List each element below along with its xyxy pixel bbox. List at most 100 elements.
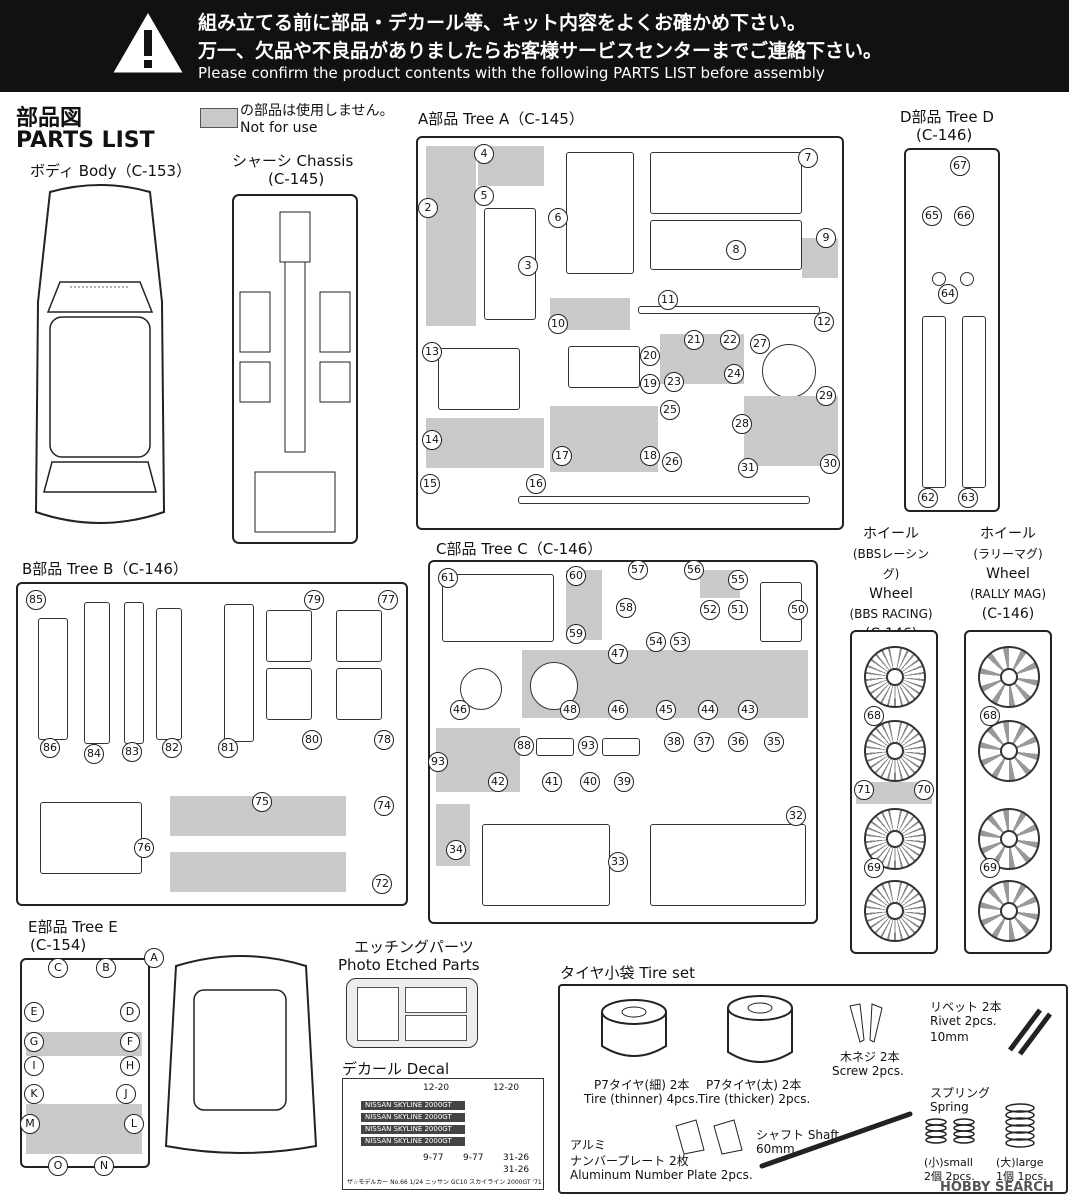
banner-line-3: Please confirm the product contents with…: [198, 64, 825, 82]
part-number: 51: [728, 600, 748, 620]
part-number: 40: [580, 772, 600, 792]
etched-part: [357, 987, 399, 1041]
bbs-wheel-jp1: ホイール: [863, 526, 919, 542]
tree-b-part-82: [156, 608, 182, 740]
decal-plate: 31-26: [503, 1165, 530, 1175]
tire-thick-jp: P7タイヤ(太) 2本: [706, 1078, 802, 1092]
part-letter: E: [24, 1002, 44, 1022]
part-number: 69: [980, 858, 1000, 878]
bbs-wheel-header: ホイール (BBSレーシング) Wheel (BBS RACING) (C-14…: [846, 524, 936, 644]
tree-b-part-86: [38, 618, 68, 740]
part-number: 41: [542, 772, 562, 792]
part-letter: O: [48, 1156, 68, 1176]
decal-plate: 9-77: [463, 1153, 484, 1163]
tree-b-part-80: [266, 668, 312, 720]
banner-line-2: 万一、欠品や不良品がありましたらお客様サービスセンターまでご連絡下さい。: [198, 40, 883, 62]
bbs-wheel: [864, 646, 926, 708]
part-number: 82: [162, 738, 182, 758]
rally-wheel: [978, 808, 1040, 870]
tree-a-part-11: [638, 306, 820, 314]
tree-a-part-28-29-unused: [744, 396, 838, 466]
part-number: 46: [450, 700, 470, 720]
rally-wheel: [978, 720, 1040, 782]
part-number: 45: [656, 700, 676, 720]
part-number: 20: [640, 346, 660, 366]
part-number: 30: [820, 454, 840, 474]
tree-b-part-79b: [336, 610, 382, 662]
spring-large-2: 1個 1pcs.: [996, 1170, 1047, 1183]
tire-set-frame: P7タイヤ(細) 2本 Tire (thinner) 4pcs. P7タイヤ(太…: [558, 984, 1068, 1194]
bbs-wheel-en1: Wheel: [869, 586, 913, 602]
rally-wheel-header: ホイール (ラリーマグ) Wheel (RALLY MAG) (C-146): [958, 524, 1058, 624]
part-number: 33: [608, 852, 628, 872]
rally-wheel-en2: (RALLY MAG): [970, 587, 1046, 601]
part-letter: L: [124, 1114, 144, 1134]
tree-a-part-6: [566, 152, 634, 274]
shaft-length: 60mm: [756, 1142, 795, 1156]
etched-part: [405, 1015, 467, 1041]
rally-wheel-jp1: ホイール: [980, 526, 1036, 542]
tree-d-label: D部品 Tree D: [900, 108, 994, 126]
rally-wheel-code: (C-146): [981, 606, 1035, 622]
part-number: 23: [664, 372, 684, 392]
part-number: 55: [728, 570, 748, 590]
part-number: 22: [720, 330, 740, 350]
part-number: 59: [566, 624, 586, 644]
part-number: 28: [732, 414, 752, 434]
part-number: 79: [304, 590, 324, 610]
part-letter: J: [116, 1084, 136, 1104]
part-number: 84: [84, 744, 104, 764]
part-number: 38: [664, 732, 684, 752]
spring-small-1: (小)small: [924, 1156, 973, 1169]
part-number: 4: [474, 144, 494, 164]
part-number: 10: [548, 314, 568, 334]
part-number: 11: [658, 290, 678, 310]
part-letter: H: [120, 1056, 140, 1076]
tree-b-part-79a: [266, 610, 312, 662]
part-letter: A: [144, 948, 164, 968]
part-number: 43: [738, 700, 758, 720]
part-number: 56: [684, 560, 704, 580]
tree-c-part-61: [442, 574, 554, 642]
spring-small-icon: [925, 1118, 975, 1144]
bbs-wheel-jp2: (BBSレーシング): [852, 547, 930, 581]
tree-d-part-63: [962, 316, 986, 488]
banner-line-1: 組み立てる前に部品・デカール等、キット内容をよくお確かめ下さい。: [198, 12, 807, 34]
tree-e-window-drawing: [146, 946, 336, 1164]
part-number: 46: [608, 700, 628, 720]
plate-jp2: ナンバープレート 2枚: [570, 1154, 689, 1168]
tree-e-part-m-l-unused: [26, 1104, 142, 1154]
part-number: 42: [488, 772, 508, 792]
rivet-icon: [1008, 1008, 1052, 1056]
chassis-code: (C-145): [268, 170, 325, 188]
shaft-label: シャフト Shaft: [756, 1128, 840, 1142]
part-number: 19: [640, 374, 660, 394]
part-number: 72: [372, 874, 392, 894]
part-number: 62: [918, 488, 938, 508]
part-number: 24: [724, 364, 744, 384]
part-number: 21: [684, 330, 704, 350]
part-number: 52: [700, 600, 720, 620]
etched-part: [405, 987, 467, 1013]
tree-b-label: B部品 Tree B（C-146）: [22, 560, 188, 578]
tree-c-frame: [428, 560, 818, 924]
part-number: 34: [446, 840, 466, 860]
part-number: 66: [954, 206, 974, 226]
decal-strip-bar: [361, 1125, 465, 1134]
part-number: 8: [726, 240, 746, 260]
body-drawing: [30, 182, 170, 542]
part-number: 26: [662, 452, 682, 472]
decal-footer: ザ☆モデルカー No.66 1/24 ニッサン GC10 スカイライン 2000…: [347, 1179, 542, 1186]
tree-c-label: C部品 Tree C（C-146）: [436, 540, 603, 558]
part-number: 81: [218, 738, 238, 758]
parts-list-title-en: PARTS LIST: [16, 128, 155, 153]
part-letter: I: [24, 1056, 44, 1076]
part-number: 76: [134, 838, 154, 858]
decal-strip-bar: [361, 1101, 465, 1110]
etched-label-en: Photo Etched Parts: [338, 956, 480, 974]
chassis-drawing: [230, 192, 360, 547]
part-number: 31: [738, 458, 758, 478]
part-number: 86: [40, 738, 60, 758]
parts-list-title-jp: 部品図: [16, 106, 83, 131]
part-number: 64: [938, 284, 958, 304]
